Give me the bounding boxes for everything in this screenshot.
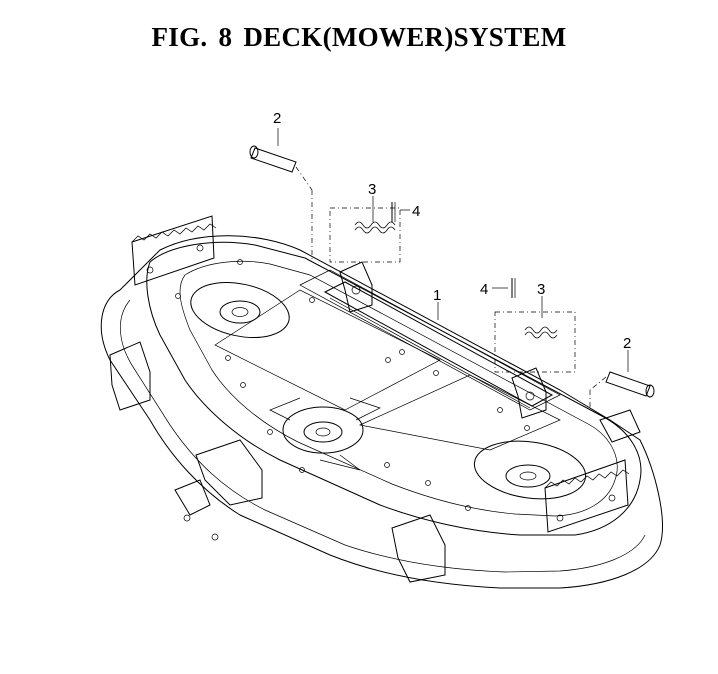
callout-part-2-top: 2 xyxy=(273,110,281,127)
spring-part-3-top xyxy=(329,207,401,263)
callout-leaders xyxy=(277,128,629,372)
callout-part-2-right: 2 xyxy=(623,335,631,352)
spindle-right xyxy=(473,440,587,500)
callout-part-1: 1 xyxy=(433,287,441,304)
callout-part-4-top: 4 xyxy=(412,203,420,220)
lift-bar-part-1 xyxy=(323,261,554,419)
deck-bolts xyxy=(175,259,530,511)
belt-guard-panels xyxy=(214,269,561,451)
callout-part-3-right: 3 xyxy=(537,281,545,298)
callout-part-4-right: 4 xyxy=(480,281,488,298)
figure-title: FIG. 8 DECK(MOWER)SYSTEM xyxy=(151,22,567,52)
pin-part-2-right xyxy=(589,371,655,410)
callout-part-3-top: 3 xyxy=(368,181,376,198)
deck-mount-lugs xyxy=(109,341,641,583)
spring-part-3-right xyxy=(494,311,576,373)
height-bracket-left xyxy=(131,215,217,286)
spindle-center xyxy=(269,397,381,471)
cotter-pin-part-4-top xyxy=(391,202,396,222)
pin-part-2-top xyxy=(249,145,313,262)
spindle-left xyxy=(190,282,290,338)
height-bracket-right xyxy=(544,459,630,533)
deck-shell xyxy=(100,235,663,589)
cotter-pin-part-4-right xyxy=(511,278,516,298)
